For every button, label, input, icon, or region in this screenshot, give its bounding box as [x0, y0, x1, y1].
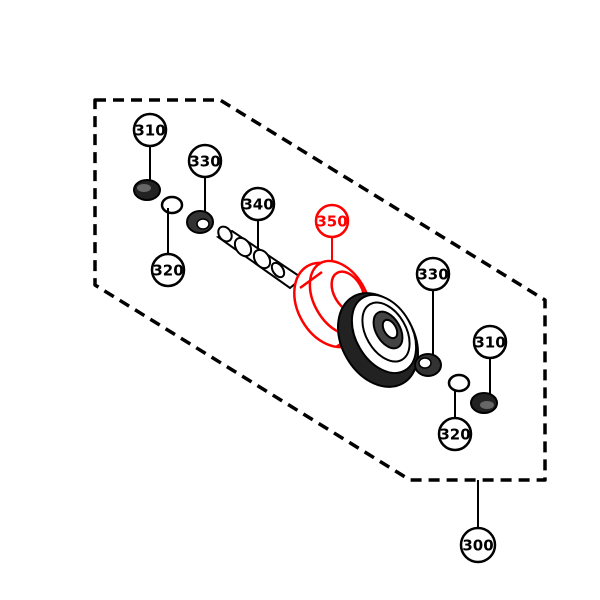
callout-350-label: 350: [316, 213, 347, 231]
callout-340-label: 340: [242, 196, 273, 214]
callout-330-left[interactable]: 330: [187, 143, 223, 179]
callout-300-assembly[interactable]: 300: [459, 526, 497, 564]
part-330-right-bearing: [414, 353, 442, 377]
pulley-wheel: [337, 292, 419, 388]
callout-340[interactable]: 340: [240, 186, 276, 222]
part-310-right-cap: [470, 392, 498, 414]
assembly-boundary: [93, 98, 547, 482]
callout-300-assembly-label: 300: [462, 537, 493, 555]
callout-310-left[interactable]: 310: [132, 112, 168, 148]
callout-310-right[interactable]: 310: [472, 324, 508, 360]
part-340-shaft: [215, 225, 304, 290]
callout-320-left[interactable]: 320: [150, 252, 186, 288]
callout-310-left-label: 310: [134, 122, 165, 140]
part-330-left-bearing: [186, 210, 214, 234]
callout-320-right[interactable]: 320: [437, 416, 473, 452]
callout-330-right-label: 330: [417, 266, 448, 284]
part-320-right-snap-ring: [447, 373, 471, 393]
callout-330-left-label: 330: [189, 153, 220, 171]
callout-320-right-label: 320: [439, 426, 470, 444]
part-320-left-snap-ring: [160, 195, 184, 215]
callout-330-right[interactable]: 330: [415, 256, 451, 292]
callout-320-left-label: 320: [152, 262, 183, 280]
callout-310-right-label: 310: [474, 334, 505, 352]
part-310-left-cap: [133, 179, 161, 201]
callout-350[interactable]: 350: [314, 203, 350, 239]
